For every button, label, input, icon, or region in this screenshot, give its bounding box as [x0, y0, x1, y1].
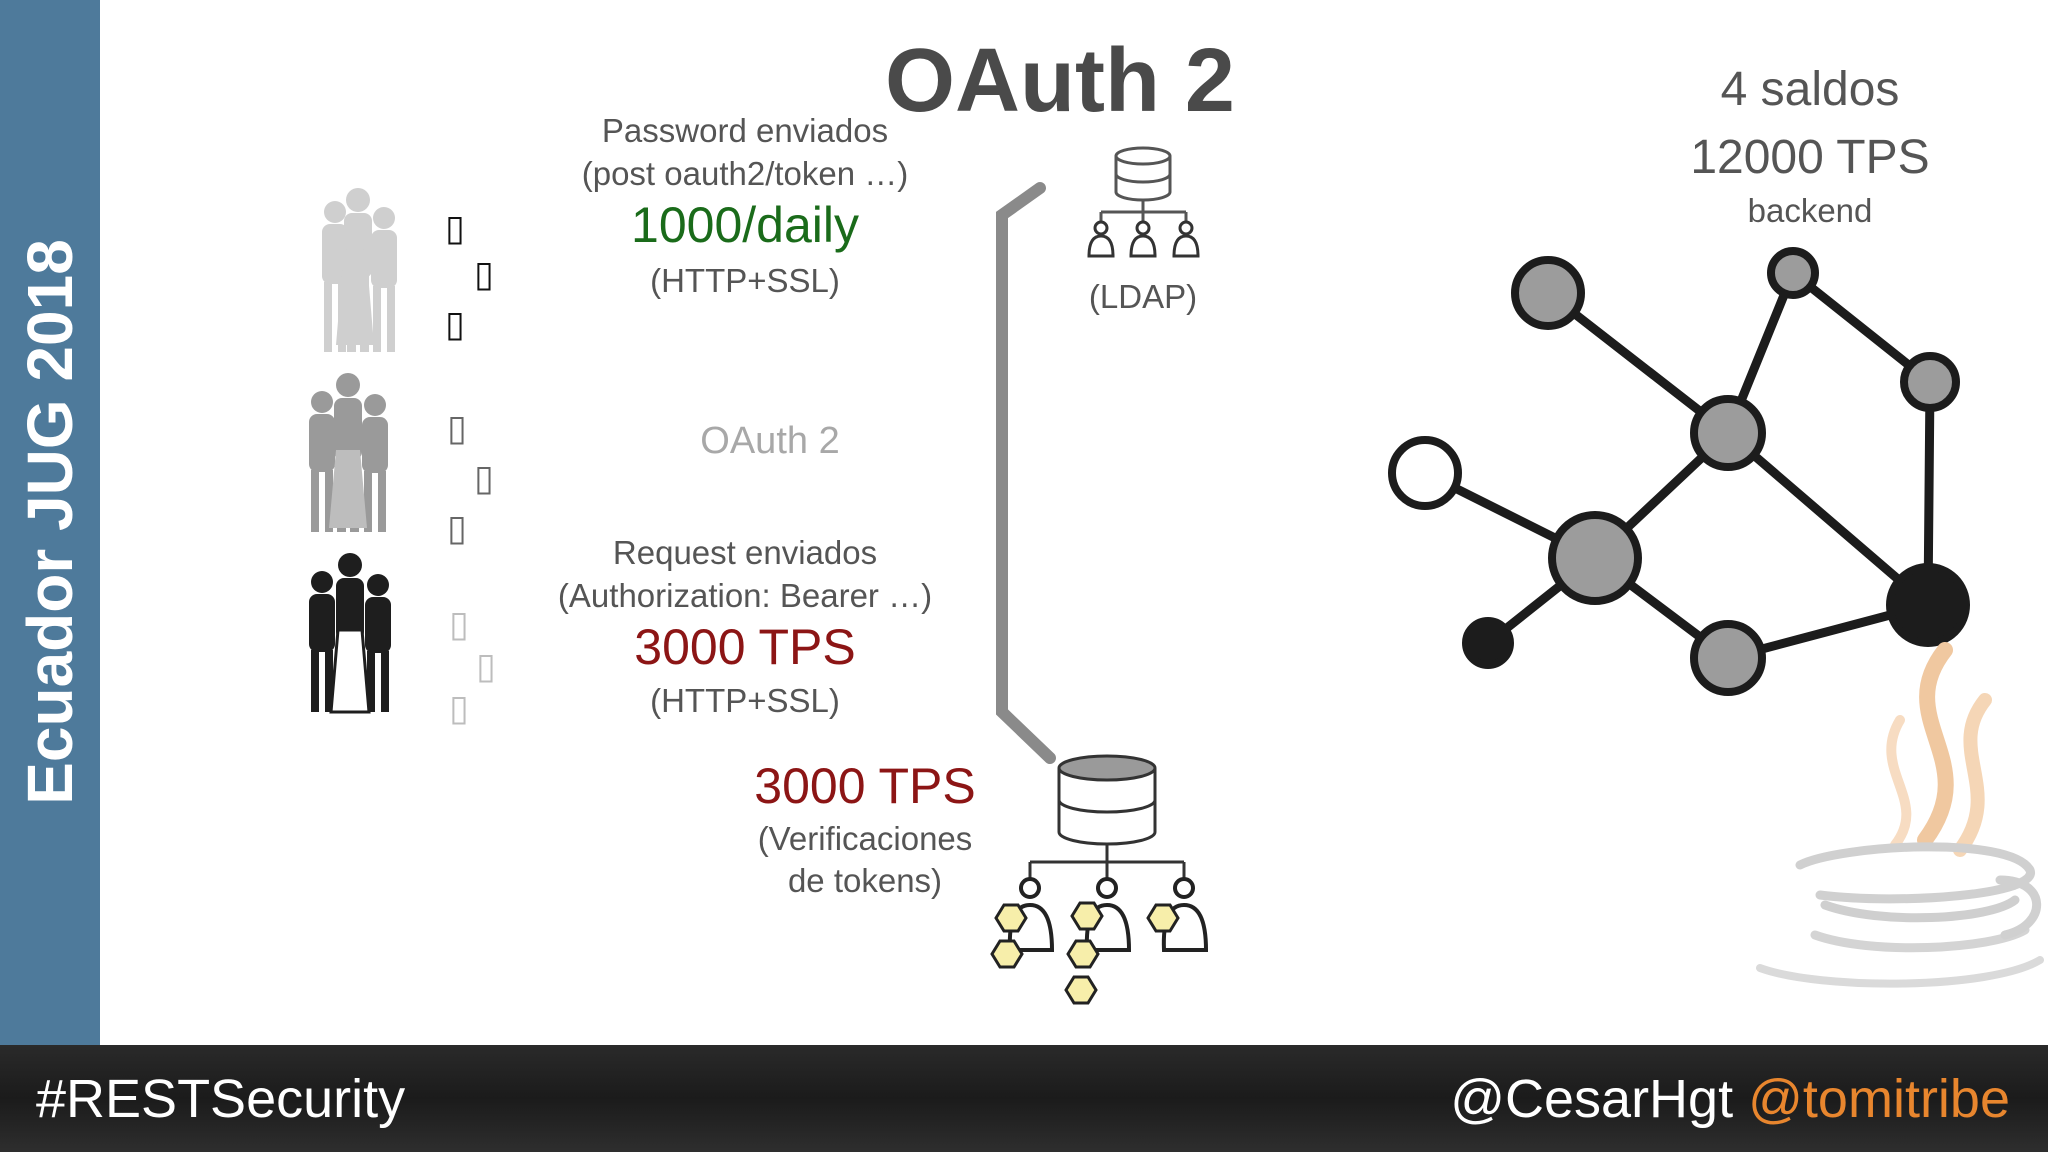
- backend-rate: 12000 TPS: [1690, 131, 1930, 184]
- verification-line2: de tokens): [787, 862, 943, 899]
- oauth-label: OAuth 2: [700, 420, 840, 462]
- database-icon: [1028, 754, 1186, 878]
- request-glyph: ▯: [474, 457, 494, 498]
- token-request-line1: Password enviados: [601, 112, 889, 149]
- request-glyph: ▯: [445, 207, 465, 248]
- api-request-line1: Request enviados: [612, 534, 878, 571]
- slide-title: OAuth 2: [885, 31, 1235, 131]
- request-glyph: ▯: [476, 645, 496, 686]
- request-glyph: ▯: [449, 687, 469, 728]
- verification-rate: 3000 TPS: [754, 758, 976, 814]
- token-icon: [990, 901, 1180, 1005]
- database-icon: [1099, 146, 1188, 222]
- verification-line1: (Verificaciones: [757, 820, 973, 857]
- api-request-protocol: (HTTP+SSL): [650, 682, 840, 719]
- family-icon: [322, 188, 397, 352]
- network-icon: [1388, 247, 1970, 696]
- request-glyph: ▯: [474, 253, 494, 294]
- request-glyph: ▯: [445, 303, 465, 344]
- sidebar-band: Ecuador JUG 2018: [0, 0, 100, 1045]
- request-glyph: ▯: [449, 603, 469, 644]
- footer-hashtag: #RESTSecurity: [36, 1069, 406, 1129]
- author-handle: @CesarHgt: [1450, 1069, 1734, 1129]
- java-icon: [1756, 642, 2044, 988]
- request-glyph: ▯: [447, 407, 467, 448]
- ldap-label: (LDAP): [1088, 278, 1198, 315]
- users-icon: [1087, 220, 1200, 258]
- token-request-line2: (post oauth2/token …): [581, 155, 909, 192]
- token-request-rate: 1000/daily: [631, 197, 859, 253]
- connector-line: [996, 182, 1056, 764]
- backend-label: backend: [1747, 192, 1873, 229]
- api-request-line2: (Authorization: Bearer …): [557, 577, 933, 614]
- org-handle: @tomitribe: [1748, 1069, 2010, 1129]
- footer-bar: [0, 1045, 2048, 1152]
- family-icon: [309, 553, 391, 714]
- token-request-protocol: (HTTP+SSL): [650, 262, 840, 299]
- request-glyph: ▯: [447, 507, 467, 548]
- api-request-rate: 3000 TPS: [634, 619, 856, 675]
- footer-handles: @CesarHgt @tomitribe: [1450, 1068, 2010, 1130]
- backend-count: 4 saldos: [1720, 63, 1900, 116]
- family-icon: [309, 373, 388, 532]
